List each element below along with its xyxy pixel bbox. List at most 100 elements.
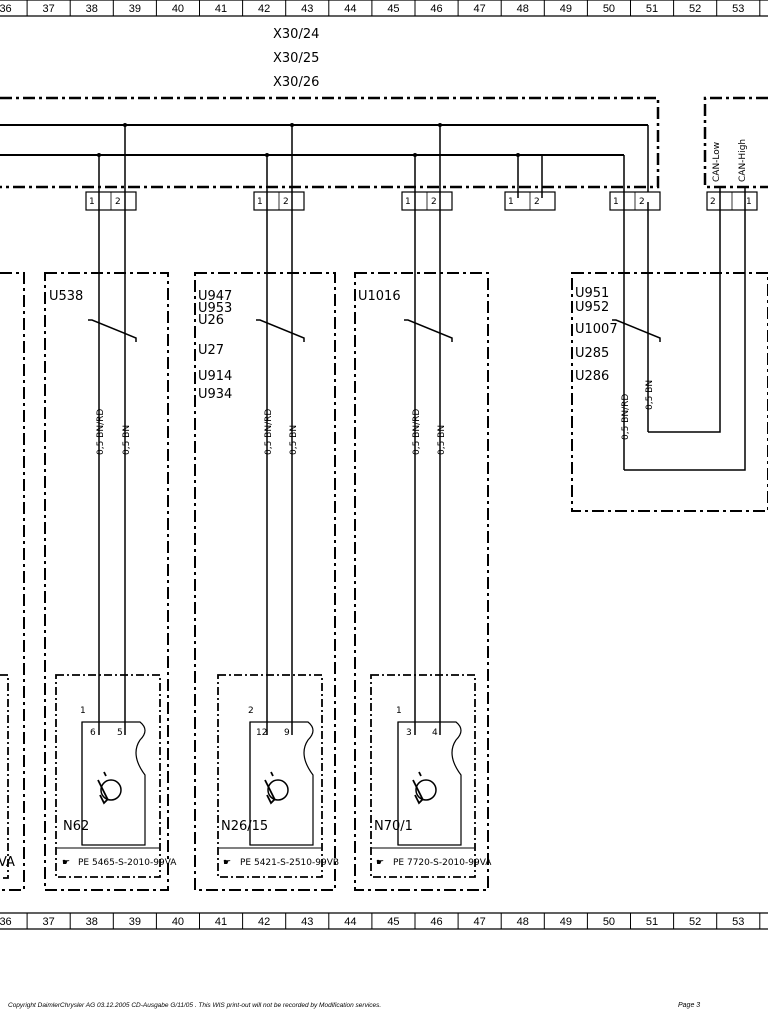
grid-number: 43 bbox=[301, 3, 313, 15]
connector-pin-1: 1 bbox=[257, 197, 263, 207]
grid-number: 42 bbox=[258, 3, 270, 15]
grid-number: 49 bbox=[560, 3, 572, 15]
connector-label-x30-26: X30/26 bbox=[273, 75, 319, 90]
connector-pin-2: 2 bbox=[534, 197, 540, 207]
grid-number: 38 bbox=[86, 916, 98, 928]
component-id: N26/15 bbox=[221, 819, 268, 834]
connector-pin-2: 2 bbox=[639, 197, 645, 207]
sensor-arrow-icon bbox=[264, 771, 276, 805]
pin-group: 1 bbox=[80, 706, 86, 716]
grid-number: 37 bbox=[43, 916, 55, 928]
junction-dots bbox=[97, 123, 520, 157]
footer-copyright: Copyright DaimlerChrysler AG 03.12.2005 … bbox=[8, 1002, 382, 1009]
wire-label-bn: 0,5 BN bbox=[289, 425, 299, 455]
component-pin: 12 bbox=[256, 728, 267, 738]
part-symbol-icon: ☛ bbox=[223, 858, 231, 868]
grid-number: 39 bbox=[129, 916, 141, 928]
sensor-arrow-icon bbox=[97, 771, 109, 805]
part-symbol-icon: ☛ bbox=[376, 858, 384, 868]
grid-number: 36 bbox=[0, 916, 12, 928]
wire-label-bn: 0,5 BN bbox=[437, 425, 447, 455]
left-partial-enclosure bbox=[0, 272, 25, 891]
part-number: PE 7720-S-2010-99VA bbox=[393, 858, 492, 868]
component-id: N70/1 bbox=[374, 819, 413, 834]
wire-label-bn-rd: 0,5 BN/RD bbox=[96, 409, 106, 455]
module-right: U951 U952 U1007 U285 U286 0,5 BN/RD 0,5 … bbox=[571, 155, 768, 512]
component-pin: 4 bbox=[432, 728, 438, 738]
connector-pin-1: 1 bbox=[89, 197, 95, 207]
sensor-icon bbox=[415, 779, 437, 801]
grid-number: 40 bbox=[172, 3, 184, 15]
component-pin: 6 bbox=[90, 728, 96, 738]
grid-number: 44 bbox=[344, 916, 356, 928]
grid-number: 47 bbox=[474, 3, 486, 15]
grid-number: 44 bbox=[344, 3, 356, 15]
grid-number: 46 bbox=[430, 916, 442, 928]
module-n26-15: U947 U953 U26 U27 U914 U934 0,5 BN/RD 0,… bbox=[194, 125, 339, 891]
grid-number: 36 bbox=[0, 3, 12, 15]
connector-n62: 1 2 bbox=[85, 191, 137, 211]
connector-pin-2: 2 bbox=[283, 197, 289, 207]
grid-number: 51 bbox=[646, 916, 658, 928]
left-partial-component bbox=[0, 674, 9, 879]
grid-number: 52 bbox=[689, 3, 701, 15]
can-high-label: CAN-High bbox=[738, 139, 748, 182]
connector-pin-2: 2 bbox=[710, 197, 716, 207]
module-n70-1: U1016 0,5 BN/RD 0,5 BN 1 3 4 N70/1 ☛ PE … bbox=[354, 125, 492, 891]
grid-number: 41 bbox=[215, 916, 227, 928]
module-code: U953 bbox=[198, 301, 232, 316]
module-code: U285 bbox=[575, 346, 609, 361]
module-code: U286 bbox=[575, 369, 609, 384]
wire-label-bn-rd: 0,5 BN/RD bbox=[264, 409, 274, 455]
grid-number: 52 bbox=[689, 916, 701, 928]
connector-label-x30-25: X30/25 bbox=[273, 51, 319, 66]
pin-group: 1 bbox=[396, 706, 402, 716]
module-code: U934 bbox=[198, 387, 232, 402]
connector-n26: 1 2 bbox=[253, 191, 305, 211]
wire-label-bn: 0,5 BN bbox=[645, 380, 655, 410]
footer-page-number: Page 3 bbox=[678, 1002, 701, 1009]
grid-number: 48 bbox=[517, 916, 529, 928]
grid-number: 51 bbox=[646, 3, 658, 15]
grid-number: 48 bbox=[517, 3, 529, 15]
module-code: U952 bbox=[575, 300, 609, 315]
wire-label-bn-rd: 0,5 BN/RD bbox=[621, 394, 631, 440]
connector-pin-1: 1 bbox=[613, 197, 619, 207]
module-code: U538 bbox=[49, 289, 83, 304]
pin-group: 2 bbox=[248, 706, 254, 716]
connector-label-x30-24: X30/24 bbox=[273, 27, 319, 42]
can-enclosure bbox=[703, 96, 768, 189]
grid-number: 45 bbox=[387, 916, 399, 928]
sensor-arrow-icon bbox=[412, 771, 424, 805]
wire-label-bn-rd: 0,5 BN/RD bbox=[412, 409, 422, 455]
bus-enclosure bbox=[0, 96, 660, 189]
connector-can: 2 1 bbox=[706, 191, 758, 211]
left-edge-fragment: VA bbox=[0, 855, 15, 870]
connector-pin-1: 1 bbox=[405, 197, 411, 207]
part-number: PE 5421-S-2510-99VB bbox=[240, 858, 339, 868]
grid-number: 45 bbox=[387, 3, 399, 15]
component-pin: 9 bbox=[284, 728, 290, 738]
module-code: U947 bbox=[198, 289, 232, 304]
module-code: U1016 bbox=[358, 289, 401, 304]
grid-number: 50 bbox=[603, 916, 615, 928]
module-code: U27 bbox=[198, 343, 224, 358]
part-number: PE 5465-S-2010-99VA bbox=[78, 858, 177, 868]
sensor-icon bbox=[267, 779, 289, 801]
connector-pin-1: 1 bbox=[746, 197, 752, 207]
part-symbol-icon: ☛ bbox=[62, 858, 70, 868]
connector-pin-1: 1 bbox=[508, 197, 514, 207]
grid-number: 42 bbox=[258, 916, 270, 928]
connector-n70: 1 2 bbox=[401, 191, 453, 211]
module-code: U951 bbox=[575, 286, 609, 301]
grid-number: 37 bbox=[43, 3, 55, 15]
connector-free: 1 2 bbox=[504, 154, 556, 211]
connector-pin-2: 2 bbox=[431, 197, 437, 207]
grid-number: 43 bbox=[301, 916, 313, 928]
grid-number: 53 bbox=[732, 916, 744, 928]
grid-number: 41 bbox=[215, 3, 227, 15]
grid-number: 53 bbox=[732, 3, 744, 15]
module-code: U914 bbox=[198, 369, 232, 384]
grid-number: 49 bbox=[560, 916, 572, 928]
